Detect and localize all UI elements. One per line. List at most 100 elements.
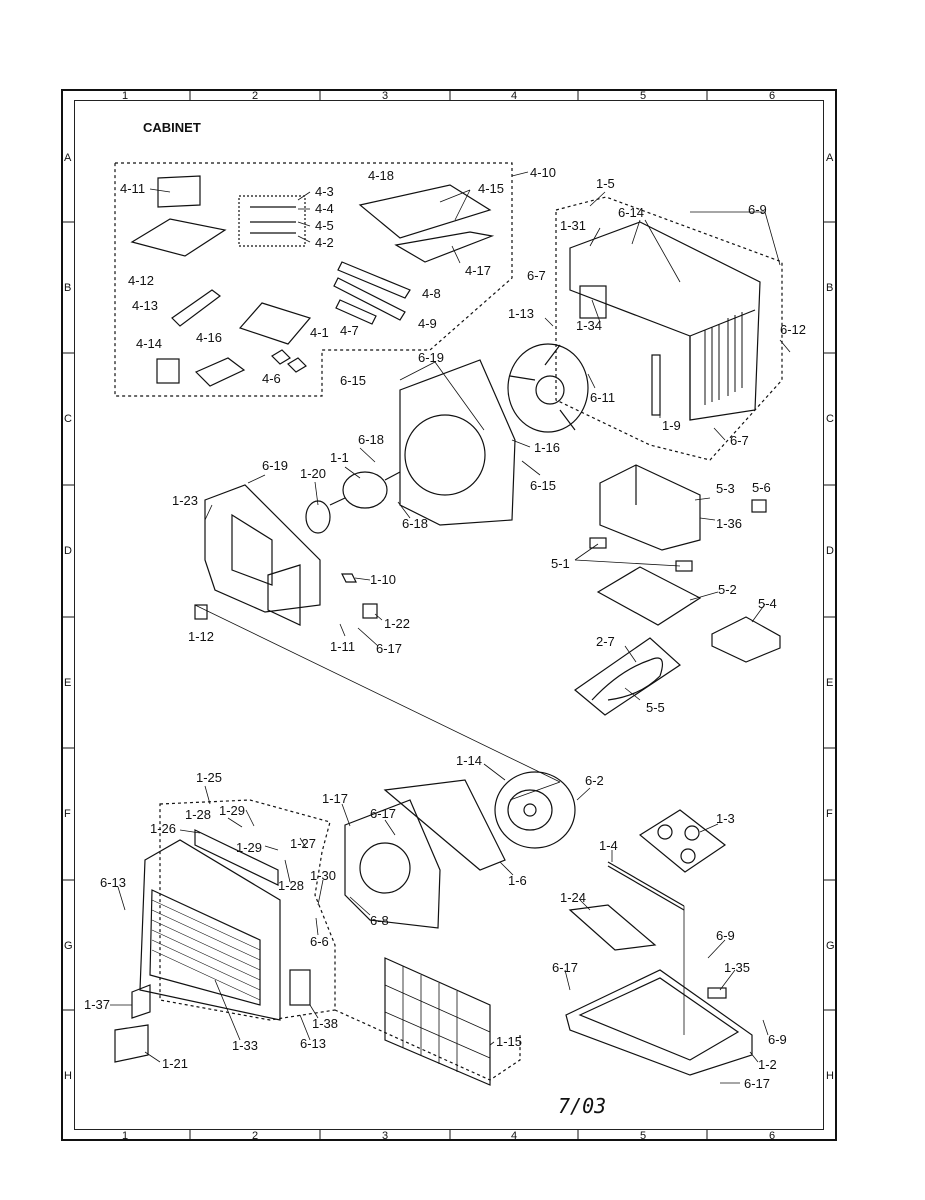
fan-shroud [399, 359, 516, 526]
remote-holder [156, 358, 180, 384]
label-1-35 [707, 987, 727, 999]
part-label: 6-13 [100, 875, 126, 890]
grid-row-label: F [826, 808, 833, 820]
part-label: 6-17 [744, 1076, 770, 1091]
mounting-bracket-4-16 [194, 357, 246, 387]
part-label: 4-7 [340, 323, 359, 338]
part-label: 1-13 [508, 306, 534, 321]
part-label: 1-10 [370, 572, 396, 587]
grid-column-label: 3 [382, 1130, 389, 1142]
part-label: 4-6 [262, 371, 281, 386]
part-label: 6-6 [310, 934, 329, 949]
part-label: 1-5 [596, 176, 615, 191]
outer-case [569, 221, 761, 421]
grid-column-label: 5 [640, 1130, 647, 1142]
top-grille-1-26 [194, 829, 279, 886]
part-label: 1-31 [560, 218, 586, 233]
leader-lines [110, 171, 791, 1084]
part-label: 1-9 [662, 418, 681, 433]
part-label: 1-29 [219, 803, 245, 818]
rail-1-4-edge [607, 865, 685, 911]
window-panel-frame-lower [394, 231, 495, 263]
grid-column-label: 1 [122, 90, 129, 102]
manual-sheet-4-12 [130, 218, 227, 257]
part-label: 6-7 [527, 268, 546, 283]
part-label: 4-9 [418, 316, 437, 331]
case-louvers [704, 312, 743, 405]
air-filter [384, 957, 491, 1086]
clamp-1-10 [341, 573, 357, 583]
part-label: 1-33 [232, 1038, 258, 1053]
grid-row-label: G [64, 940, 73, 952]
grid-row-label: B [826, 282, 834, 294]
part-label: 1-21 [162, 1056, 188, 1071]
part-label: 1-28 [278, 878, 304, 893]
grid-row-label: C [826, 413, 834, 425]
part-label: 6-8 [370, 913, 389, 928]
intake-grille [149, 889, 261, 1006]
part-label: 1-11 [330, 639, 355, 654]
grid-row-label: C [64, 413, 72, 425]
extension-bar-4-8 [337, 261, 411, 299]
outer-case-group-outline [555, 196, 783, 461]
part-label: 1-24 [560, 890, 586, 905]
part-label: 1-38 [312, 1016, 338, 1031]
case-label-1-34 [579, 285, 607, 319]
grid-row-label: E [826, 677, 834, 689]
part-label: 6-9 [748, 202, 767, 217]
part-label: 4-17 [465, 263, 491, 278]
air-filter-mesh [384, 966, 491, 1072]
part-label: 4-18 [368, 168, 394, 183]
mount-bracket-inner [231, 513, 273, 586]
part-label: 1-34 [576, 318, 602, 333]
grid-column-label: 4 [511, 1130, 518, 1142]
part-label: 1-30 [310, 868, 336, 883]
part-label: 1-27 [290, 836, 316, 851]
blower-wheel [494, 771, 576, 849]
control-panel-1-38 [289, 969, 311, 1006]
part-label: 6-11 [590, 390, 615, 405]
part-label: 1-35 [724, 960, 750, 975]
grid-row-label: F [64, 808, 71, 820]
part-label: 4-12 [128, 273, 154, 288]
part-label: 4-3 [315, 184, 334, 199]
grid-column-label: 6 [769, 1130, 776, 1142]
part-label: 4-5 [315, 218, 334, 233]
part-label: 6-19 [262, 458, 288, 473]
motor-mount-bracket [204, 484, 321, 613]
base-pan-inner [578, 977, 740, 1061]
pad-1-12 [194, 604, 208, 620]
part-label: 1-26 [150, 821, 176, 836]
plate-hole [657, 824, 673, 840]
intake-grille-lines [151, 899, 261, 1001]
grid-column-label: 3 [382, 90, 389, 102]
part-label: 6-15 [340, 373, 366, 388]
part-label: 1-3 [716, 811, 735, 826]
part-label: 5-6 [752, 480, 771, 495]
window-panel-frame [358, 184, 492, 239]
insulation-sheet [711, 616, 781, 663]
part-label: 4-11 [120, 181, 145, 196]
front-cabinet [139, 839, 281, 1021]
grid-row-label: D [64, 545, 72, 557]
grid-row-label: H [826, 1070, 834, 1082]
fan-motor [329, 471, 401, 509]
remote-control [171, 289, 221, 327]
plate-hole [680, 848, 696, 864]
instruction-card-4-1 [238, 302, 312, 345]
rail-1-4 [607, 861, 685, 907]
bracket-base [267, 564, 301, 626]
capacitor-1-22 [362, 603, 378, 619]
screw-set [250, 206, 296, 234]
grid-column-label: 2 [252, 1130, 259, 1142]
grid-row-label: H [64, 1070, 72, 1082]
extension-bar-4-7 [335, 299, 377, 325]
grid-row-label: B [64, 282, 72, 294]
grid-column-label: 1 [122, 1130, 129, 1142]
power-cord [591, 657, 663, 701]
part-label: 6-17 [376, 641, 402, 656]
part-label: 1-36 [716, 516, 742, 531]
filter-group-outline [334, 1009, 521, 1081]
part-label: 6-18 [358, 432, 384, 447]
